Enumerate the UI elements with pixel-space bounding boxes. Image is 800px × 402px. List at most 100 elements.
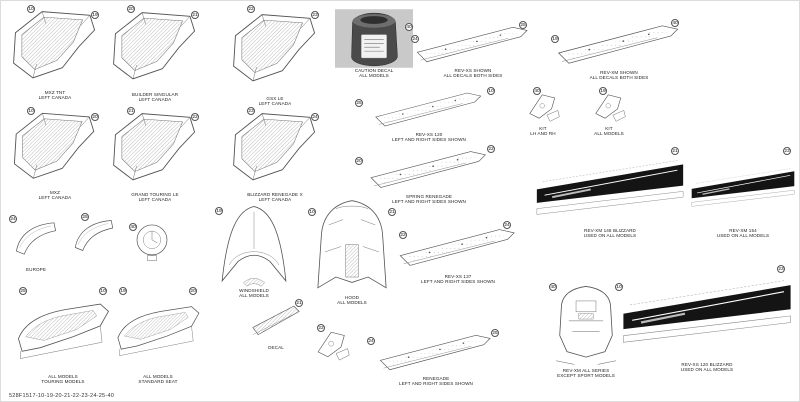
callout-badge: 24 <box>411 35 419 43</box>
caption-line: LH AND RH <box>530 131 556 137</box>
caption-line: BLIZZARD RENEGADE X <box>247 191 303 197</box>
callout-badge: 40 <box>405 23 413 31</box>
sheet-code: 528F1517-10-19-20-21-22-23-24-25-40 <box>9 393 115 399</box>
caption-line: REV-XM 154 <box>729 227 757 233</box>
caption-line: USED ON ALL MODELS <box>716 233 770 239</box>
caption-line: LEFT CANADA <box>258 101 292 107</box>
callout-badge: 19 <box>599 87 607 95</box>
callout-badge: 21 <box>191 11 199 19</box>
caption-line: GSX LE <box>266 95 284 101</box>
callout-badge: 25 <box>519 21 527 29</box>
callout-badge: 21 <box>671 147 679 155</box>
caption-line: LEFT CANADA <box>258 197 292 203</box>
callout-badge: 21 <box>295 299 303 307</box>
tunnel-decal-drawing <box>375 92 482 127</box>
callout-badge: 20 <box>355 157 363 165</box>
callout-badge: 22 <box>399 231 407 239</box>
callout-badge: 20 <box>127 5 135 13</box>
caption-line: LEFT CANADA <box>138 97 172 103</box>
black-wedge-decal-drawing <box>690 167 796 208</box>
tunnel-decal-drawing <box>370 151 486 188</box>
seat-side-drawing <box>117 306 200 357</box>
caption-line: BUILDER SINGULAR <box>131 91 179 97</box>
caption-line: ALL DECALS BOTH SIDES <box>589 75 649 81</box>
callout-badge: 25 <box>19 287 27 295</box>
caption-line: LEFT AND RIGHT SIDES SHOWN <box>399 381 473 387</box>
caption-line: MXZ <box>50 189 60 195</box>
caution-decal-photo <box>335 9 413 68</box>
caption-line: ALL MODELS <box>48 373 78 379</box>
caption-line: REV-XM ALL SERIES <box>562 367 610 373</box>
caption-line: EUROPE <box>25 267 46 273</box>
callout-badge: 40 <box>533 87 541 95</box>
caption-line: REV-XM SHOWN <box>600 69 638 75</box>
callout-badge: 22 <box>317 324 325 332</box>
front-module-drawing <box>555 285 617 365</box>
caption-line: KIT <box>605 125 613 131</box>
callout-badge: 22 <box>247 5 255 13</box>
caption-line: REV-XS SHOWN <box>454 67 492 73</box>
black-wedge-decal-drawing <box>535 159 685 216</box>
caption-line: ALL MODELS <box>594 131 624 137</box>
fig-gauge-bezel: 40 <box>129 221 175 273</box>
callout-badge: 24 <box>9 215 17 223</box>
callout-badge: 19 <box>119 287 127 295</box>
tunnel-decal-drawing <box>399 229 515 266</box>
tunnel-decal-drawing <box>379 334 491 371</box>
callout-badge: 40 <box>129 223 137 231</box>
caption-line: EXCEPT SPORT MODELS <box>557 373 615 379</box>
callout-badge: 23 <box>311 11 319 19</box>
caption-line: LEFT CANADA <box>38 195 72 201</box>
callout-badge: 40 <box>671 19 679 27</box>
caption-line: DECAL <box>268 345 284 351</box>
caption-line: REV-XM 146 BLIZZARD <box>584 227 636 233</box>
caption-line: LEFT AND RIGHT SIDES SHOWN <box>392 199 466 205</box>
side-panel-drawing <box>13 11 96 79</box>
callout-badge: 22 <box>191 113 199 121</box>
caption-line: USED ON ALL MODELS <box>583 233 637 239</box>
fig-bumper-trim-2: 25 <box>67 213 121 269</box>
callout-badge: 10 <box>308 208 316 216</box>
side-panel-drawing <box>233 113 316 181</box>
callout-badge: 10 <box>99 287 107 295</box>
caption-line: SPRING RENEGADE <box>405 193 453 199</box>
figure-caption: EUROPE <box>1 267 79 273</box>
figure-caption: DECAL <box>233 345 319 351</box>
caption-line: REV-XS 120 <box>415 131 443 137</box>
side-panel-drawing <box>113 113 196 181</box>
callout-badge: 24 <box>503 221 511 229</box>
callout-badge: 10 <box>615 283 623 291</box>
caption-line: ALL MODELS <box>359 73 389 79</box>
callout-badge: 25 <box>355 99 363 107</box>
caption-line: ALL MODELS <box>239 293 269 299</box>
callout-badge: 23 <box>777 265 785 273</box>
caption-line: GRAND TOURING LE <box>131 191 179 197</box>
caption-line: MXZ TNT <box>44 89 66 95</box>
black-wedge-decal-drawing <box>621 279 793 344</box>
caption-line: RENEGADE <box>422 375 450 381</box>
small-part-drawing <box>529 94 560 122</box>
callout-badge: 10 <box>27 5 35 13</box>
bumper-trim-drawing <box>74 220 114 251</box>
